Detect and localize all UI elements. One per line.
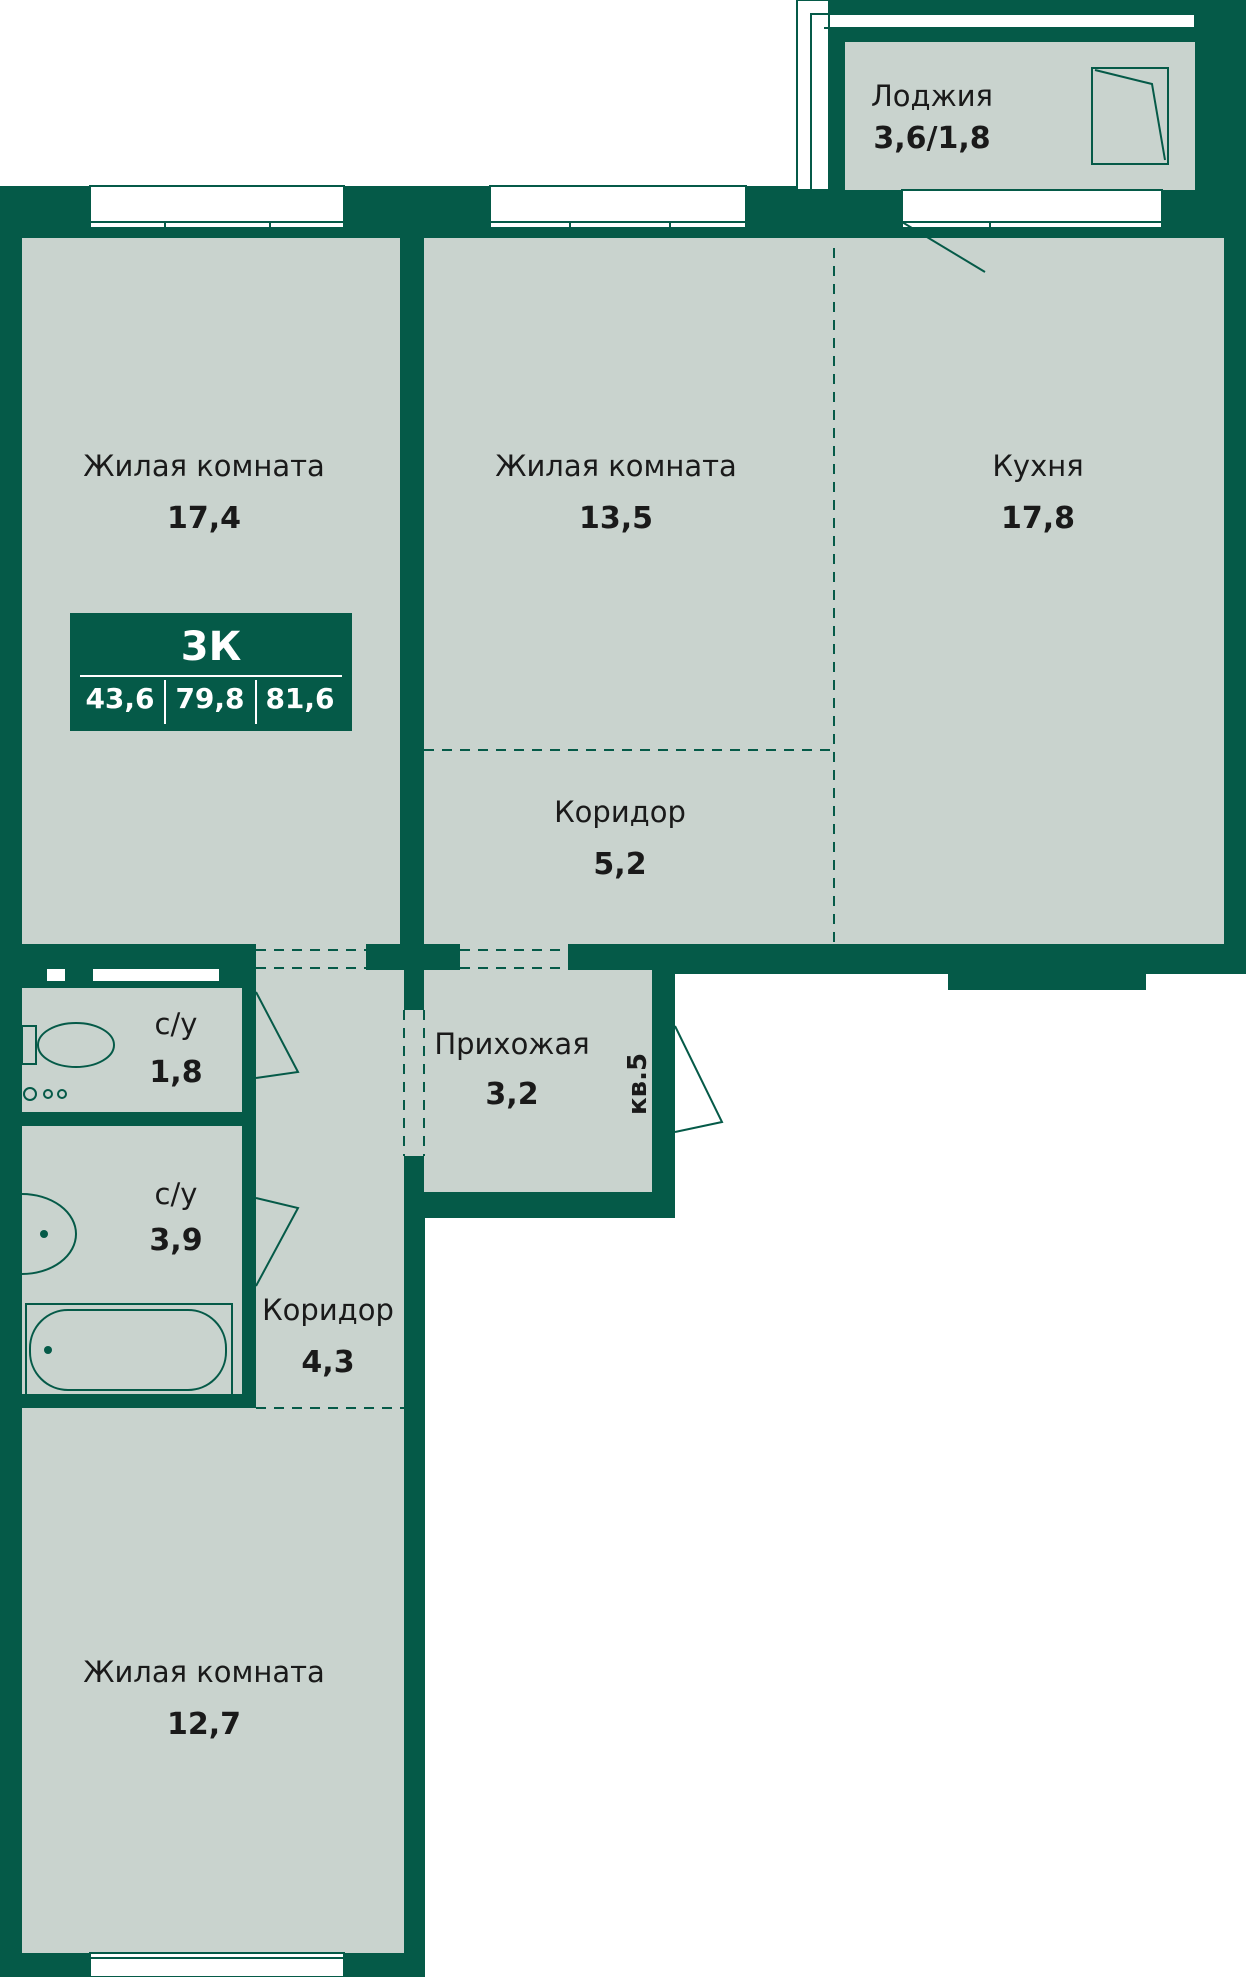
room-name-loggia: Лоджия	[871, 79, 993, 113]
partitions	[22, 248, 835, 1409]
room-name-corridor-2: Коридор	[262, 1293, 394, 1327]
room-name-kitchen: Кухня	[992, 449, 1083, 483]
badge-area-total: 79,8	[175, 682, 244, 715]
floor-wc-1	[22, 988, 242, 1112]
room-name-hallway: Прихожая	[434, 1027, 589, 1061]
floor-hallway	[424, 970, 652, 1192]
room-area-living-1: 17,4	[167, 501, 241, 536]
room-area-living-3: 12,7	[167, 1707, 241, 1742]
room-name-wc-1: с/у	[155, 1007, 198, 1041]
door-wc-1	[255, 991, 300, 1079]
badge-area-with-loggia: 81,6	[265, 682, 334, 715]
room-name-corridor-1: Коридор	[554, 795, 686, 829]
floor-living-2	[424, 238, 834, 944]
floor-living-3	[22, 1408, 404, 1953]
door-kitchen-loggia	[901, 221, 986, 273]
floor-loggia	[845, 42, 1195, 190]
room-labels: Жилая комната 17,4 Жилая комната 13,5 Ку…	[83, 79, 1083, 1742]
door-wc-2	[255, 1197, 300, 1287]
fixtures	[21, 67, 1169, 1397]
entrance-door	[674, 1025, 724, 1133]
sink-icon	[21, 1193, 77, 1275]
room-area-hallway: 3,2	[485, 1077, 538, 1112]
floor-corridor-2	[256, 970, 404, 1408]
room-area-loggia: 3,6/1,8	[873, 121, 990, 156]
room-name-living-3: Жилая комната	[83, 1655, 325, 1689]
badge-area-living: 43,6	[85, 682, 154, 715]
room-area-kitchen: 17,8	[1001, 501, 1075, 536]
room-name-living-1: Жилая комната	[83, 449, 325, 483]
doors	[255, 221, 986, 1287]
room-name-living-2: Жилая комната	[495, 449, 737, 483]
floor-wc-2	[22, 1126, 242, 1394]
toilet-icon	[21, 1022, 115, 1068]
floor-living-1	[22, 238, 400, 944]
window-living-3	[89, 1952, 345, 1977]
bathtub-icon	[25, 1303, 233, 1397]
room-area-wc-1: 1,8	[149, 1055, 202, 1090]
room-area-wc-2: 3,9	[149, 1223, 202, 1258]
room-name-wc-2: с/у	[155, 1177, 198, 1211]
room-area-corridor-1: 5,2	[593, 847, 646, 882]
windows	[45, 13, 1196, 1977]
floor-kitchen	[834, 238, 1224, 944]
apartment-number: кв.5	[623, 1053, 653, 1115]
apartment-badge: 3К 43,6 79,8 81,6	[70, 613, 352, 731]
room-area-corridor-2: 4,3	[301, 1345, 354, 1380]
room-area-living-2: 13,5	[579, 501, 653, 536]
loggia-storage-icon	[1091, 67, 1169, 165]
badge-type: 3К	[181, 624, 242, 670]
